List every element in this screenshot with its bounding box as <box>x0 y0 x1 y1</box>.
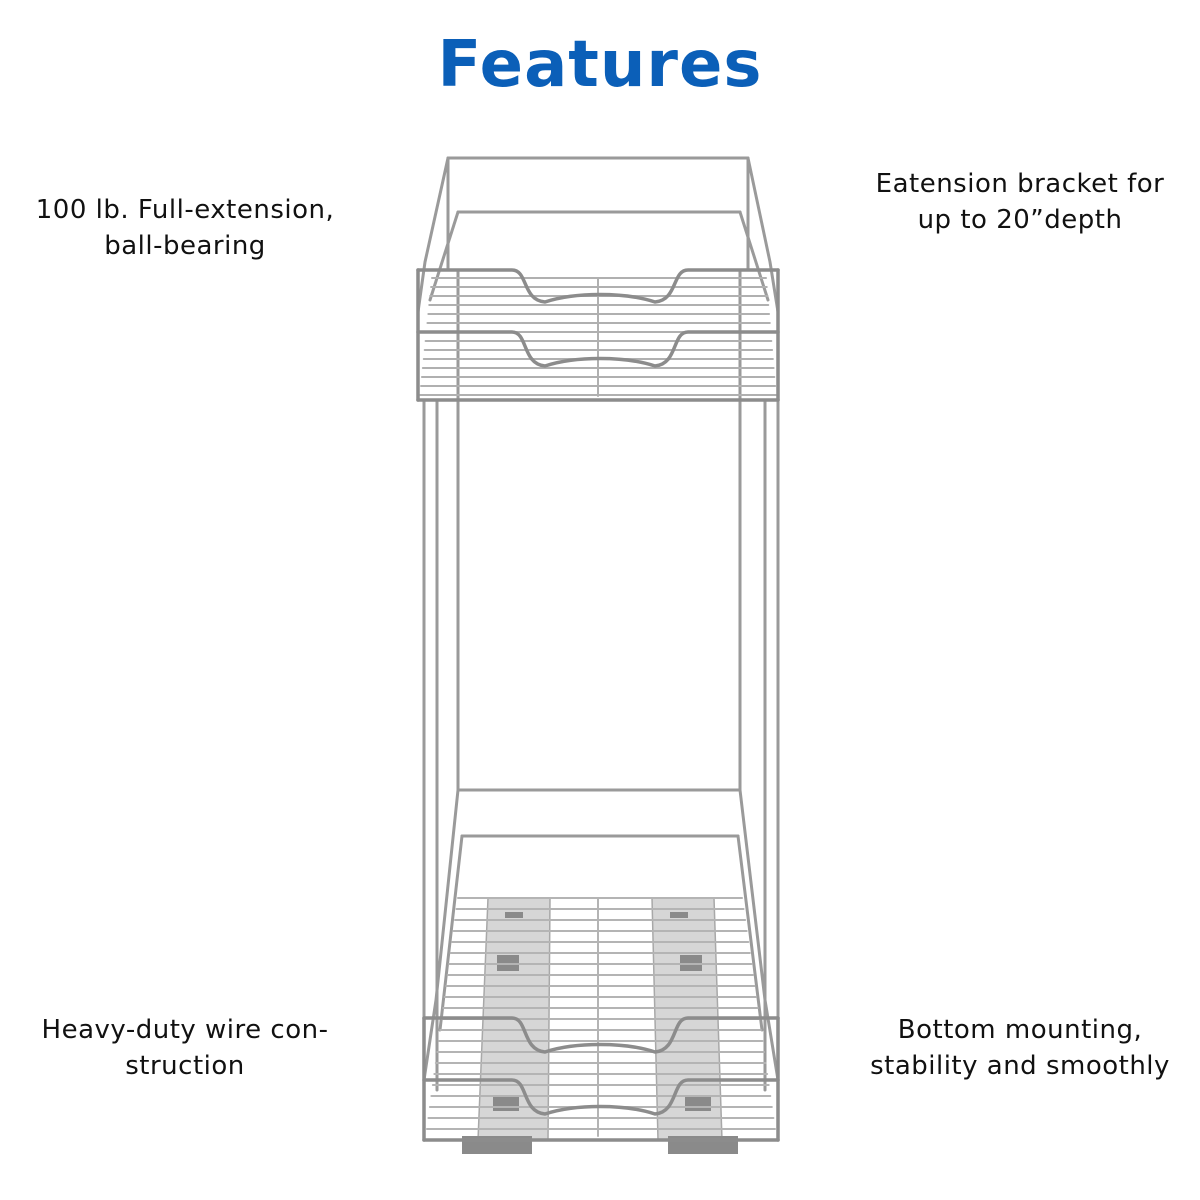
page-title: Features <box>437 28 763 102</box>
top-basket-front-rails <box>416 268 780 402</box>
feature-callout-full-extension: 100 lb. Full-extension, ball-bearing <box>20 192 350 264</box>
feature-callout-wire-construction: Heavy-duty wire con- struction <box>20 1012 350 1084</box>
feature-callout-line: struction <box>125 1051 245 1081</box>
bottom-basket-front-rails <box>422 1016 780 1142</box>
bottom-basket-frame <box>422 788 780 1082</box>
feature-callout-line: Eatension bracket for <box>875 169 1165 199</box>
feature-callout-line: up to 20”depth <box>917 205 1123 235</box>
feature-callout-line: Bottom mounting, <box>897 1015 1143 1045</box>
feature-callout-line: Heavy-duty wire con- <box>41 1015 329 1045</box>
upright-posts <box>422 268 780 1092</box>
feature-callout-line: 100 lb. Full-extension, <box>35 195 335 225</box>
feature-callout-line: stability and smoothly <box>870 1051 1170 1081</box>
feature-callout-extension-bracket: Eatension bracket for up to 20”depth <box>850 166 1190 238</box>
feature-callout-bottom-mounting: Bottom mounting, stability and smoothly <box>850 1012 1190 1084</box>
feature-callout-line: ball-bearing <box>104 231 266 261</box>
